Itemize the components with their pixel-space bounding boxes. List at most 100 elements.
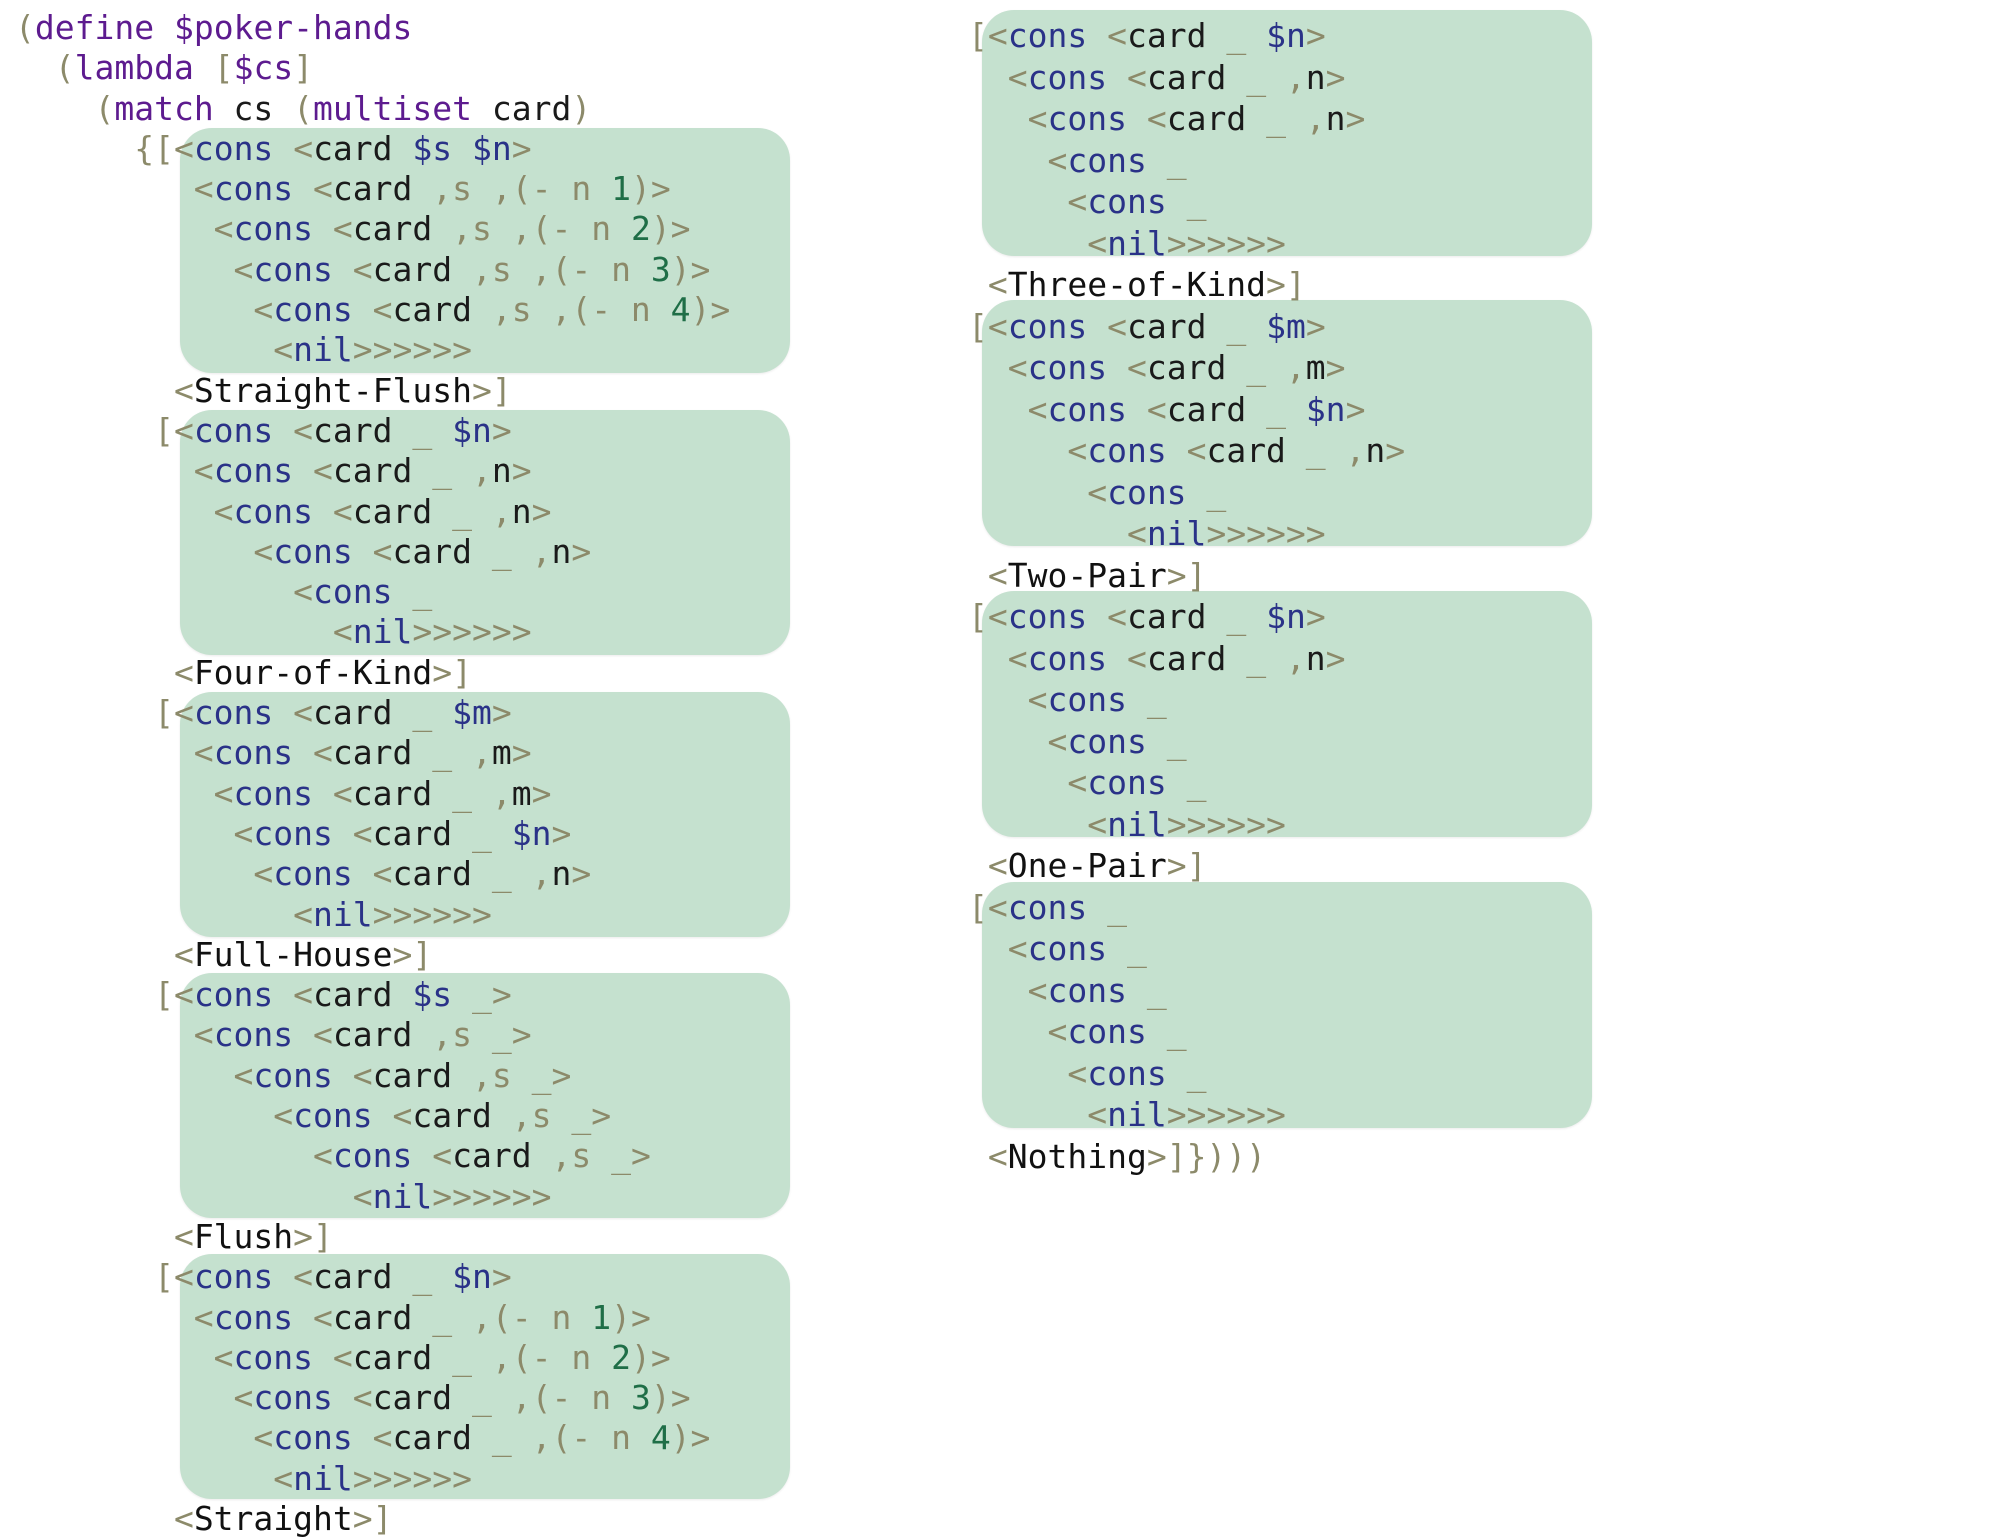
left-code-line: <cons <card ,s ,(- n 2)> xyxy=(15,209,975,249)
code-token-br: < xyxy=(15,451,214,491)
code-token-br: < xyxy=(968,970,1048,1010)
code-token-br: < xyxy=(15,1378,254,1418)
code-token-pat: nil xyxy=(293,1458,353,1498)
code-token-br: _ xyxy=(1126,680,1167,719)
code-token-br: < xyxy=(968,929,1028,968)
right-code-line: <nil>>>>>> xyxy=(968,1094,1968,1136)
code-token-br: >] xyxy=(352,1498,393,1538)
code-token-br: >] xyxy=(471,370,512,410)
code-token-plain xyxy=(313,774,333,813)
code-token-br: < xyxy=(372,854,393,894)
code-token-num: 4 xyxy=(670,290,691,330)
code-token-plain: card xyxy=(1126,597,1227,636)
code-token-br: [< xyxy=(15,693,194,733)
code-token-plain: card xyxy=(332,451,433,491)
code-token-br: > xyxy=(511,128,532,168)
code-token-plain xyxy=(1087,597,1107,636)
code-token-plain xyxy=(333,814,353,853)
code-token-br: < xyxy=(968,638,1028,678)
code-token-plain: card xyxy=(352,1337,453,1377)
code-token-br: _ ,(- n xyxy=(432,1297,592,1337)
code-token-plain: card xyxy=(332,1015,433,1055)
right-code-column: [<cons <card _ $n> <cons <card _ ,n> <co… xyxy=(968,15,1968,1177)
code-token-pat: cons xyxy=(1007,16,1088,55)
code-token-pat: $s xyxy=(412,975,453,1015)
code-token-br: < xyxy=(352,813,373,853)
left-code-line: <cons <card _ ,n> xyxy=(15,492,975,532)
code-token-br: >>>>>> xyxy=(1166,223,1286,263)
code-token-kw: match xyxy=(114,88,214,128)
code-token-plain: card xyxy=(313,128,413,168)
left-code-line: <cons <card _ $n> xyxy=(15,814,975,854)
code-token-pat: cons xyxy=(1027,638,1108,678)
left-code-line: <cons <card ,s ,(- n 4)> xyxy=(15,290,975,330)
code-token-br: ] xyxy=(293,48,314,88)
code-token-br: < xyxy=(968,223,1108,263)
left-code-line: [<cons <card _ $m> xyxy=(15,693,975,733)
code-token-br: < xyxy=(293,693,314,733)
code-token-br: < xyxy=(1107,306,1127,346)
left-code-line: <Full-House>] xyxy=(15,935,975,975)
code-token-br: < xyxy=(15,894,314,934)
code-token-pat: cons xyxy=(1087,763,1167,802)
right-code-line: [<cons <card _ $m> xyxy=(968,306,1968,348)
code-token-pat: cons xyxy=(1007,887,1088,927)
code-token-plain xyxy=(293,1298,313,1337)
code-token-pat: cons xyxy=(332,1136,413,1176)
left-code-line: <cons <card ,s ,(- n 1)> xyxy=(15,169,975,209)
code-token-br: < xyxy=(352,1055,373,1095)
left-code-line: <cons _ xyxy=(15,572,975,612)
code-token-plain: card xyxy=(1126,16,1227,55)
code-token-br: >>>>>> xyxy=(1206,514,1326,553)
code-token-plain: n xyxy=(491,451,512,491)
code-token-pat: $n xyxy=(452,410,492,450)
code-token-plain: n xyxy=(551,531,572,571)
code-token-br: _ xyxy=(1166,1053,1207,1093)
code-token-plain: card xyxy=(332,1297,433,1337)
code-token-pat: $n xyxy=(452,1257,492,1297)
code-token-br: < xyxy=(372,531,393,571)
pattern-box-nothing xyxy=(982,882,1592,1128)
code-token-num: 1 xyxy=(591,1297,612,1337)
left-code-line: <cons <card ,s ,(- n 3)> xyxy=(15,250,975,290)
code-token-br: _ xyxy=(1186,472,1227,512)
code-token-br: _> xyxy=(452,975,512,1015)
code-token-pat: cons xyxy=(1007,597,1088,636)
code-token-br: < xyxy=(968,763,1088,802)
code-token-br: < xyxy=(15,169,214,209)
code-token-pat: cons xyxy=(273,290,353,330)
code-token-lbl: One-Pair xyxy=(1007,846,1167,885)
right-code-line: <cons <card _ ,n> xyxy=(968,638,1968,680)
code-token-br: _ xyxy=(1166,763,1207,802)
left-code-line: <nil>>>>>> xyxy=(15,895,975,935)
code-token-br: < xyxy=(968,846,1008,885)
code-token-br: _ xyxy=(1146,140,1187,180)
right-code-line: <cons _ xyxy=(968,762,1968,804)
right-code-line: <cons <card _ ,n> xyxy=(968,430,1968,472)
code-token-br: < xyxy=(313,169,333,209)
code-token-pat: $n xyxy=(1266,597,1306,636)
right-code-line: <nil>>>>>> xyxy=(968,223,1968,265)
code-token-pat: cons xyxy=(233,491,314,531)
code-token-br: < xyxy=(968,389,1048,429)
code-token-lbl: Full-House xyxy=(193,934,393,974)
code-token-pat: cons xyxy=(1087,1053,1167,1093)
code-token-plain: n xyxy=(511,491,532,531)
code-token-br: > xyxy=(491,693,512,733)
left-code-line: <cons <card ,s _> xyxy=(15,1096,975,1136)
code-token-plain xyxy=(353,1418,373,1457)
code-token-br: _ xyxy=(1126,970,1167,1010)
code-token-br: _ xyxy=(1226,597,1267,636)
code-token-br: {[ xyxy=(15,128,174,168)
code-token-pat: cons xyxy=(1067,1012,1147,1051)
code-token-br: >>>>>> xyxy=(1166,1095,1286,1134)
code-token-br: < xyxy=(15,531,274,571)
code-token-br: < xyxy=(15,1055,254,1095)
code-token-kw: lambda xyxy=(74,48,194,88)
code-token-br: < xyxy=(15,209,234,249)
left-code-line: <Straight-Flush>] xyxy=(15,371,975,411)
code-token-br: < xyxy=(313,451,333,491)
code-token-br: < xyxy=(293,128,314,168)
code-token-pat: cons xyxy=(253,1055,333,1095)
code-token-br: [< xyxy=(15,975,194,1015)
